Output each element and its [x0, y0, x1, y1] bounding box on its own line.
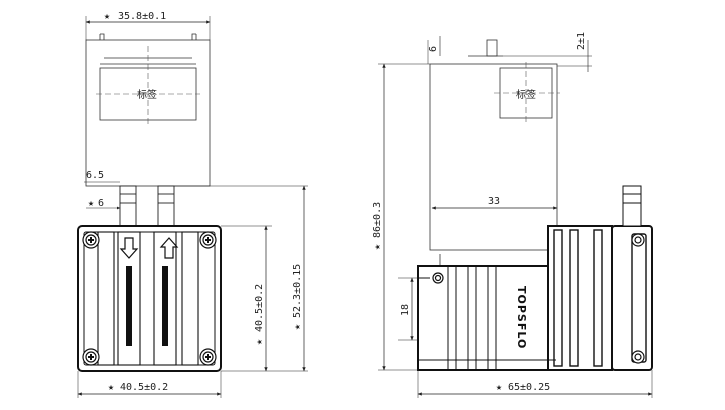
dim-side-86: ★ 86±0.3	[372, 63, 386, 371]
brand-text: TOPSFLO	[515, 286, 528, 349]
dim-front-width-bottom: ★ 40.5±0.2	[77, 371, 222, 398]
dim-front-total-height: ★ 52.3±0.15	[292, 185, 306, 372]
svg-text:52.3±0.15: 52.3±0.15	[292, 264, 303, 318]
screw-icon	[432, 272, 444, 284]
screw-icon	[82, 231, 100, 249]
dim-side-18: 18	[400, 277, 414, 341]
dim-side-33: 33	[431, 196, 558, 210]
dim-front-width-top: ★ 35.8±0.1	[85, 11, 211, 40]
side-upper-housing	[429, 39, 558, 266]
svg-text:2±1: 2±1	[576, 32, 587, 50]
screw-icon	[199, 231, 217, 249]
dim-front-width-top-text: 35.8±0.1	[118, 11, 166, 22]
dim-front-6-5: 6.5	[84, 170, 120, 183]
side-label-text: 标签	[516, 88, 536, 101]
svg-text:33: 33	[488, 196, 500, 207]
screw-icon	[631, 350, 645, 364]
front-nozzles	[119, 185, 175, 227]
svg-text:★: ★	[88, 198, 94, 209]
svg-text:6.5: 6.5	[86, 170, 104, 181]
flow-arrow-down-icon	[119, 237, 139, 259]
svg-text:★: ★	[372, 244, 383, 250]
svg-text:40.5±0.2: 40.5±0.2	[254, 284, 265, 332]
screw-icon	[82, 348, 100, 366]
side-pump-body	[417, 185, 653, 371]
front-view: 标签 ★ 35.8±0.1 6.5 ★ 6	[77, 11, 308, 398]
svg-text:18: 18	[400, 304, 411, 316]
dim-front-6: ★ 6	[86, 198, 121, 210]
dim-side-65-text: 65±0.25	[508, 382, 550, 393]
svg-text:★: ★	[292, 324, 303, 330]
dim-side-65: ★ 65±0.25	[417, 382, 653, 396]
svg-text:6: 6	[98, 198, 104, 209]
svg-text:★: ★	[496, 382, 502, 393]
svg-text:6: 6	[428, 46, 439, 52]
dim-front-width-bottom-text: 40.5±0.2	[120, 382, 168, 393]
flow-arrow-up-icon	[159, 237, 179, 259]
svg-text:★: ★	[254, 339, 265, 345]
dim-front-body-height: ★ 40.5±0.2	[254, 225, 268, 372]
front-pump-body	[77, 225, 222, 372]
dim-side-6: 6	[428, 36, 441, 56]
svg-text:★: ★	[108, 382, 114, 393]
dim-side-2: 2±1	[576, 32, 589, 72]
front-label-text: 标签	[137, 88, 157, 101]
screw-icon	[199, 348, 217, 366]
svg-text:★: ★	[104, 11, 110, 22]
side-view: 6 2±1 标签 33	[372, 32, 653, 398]
svg-text:86±0.3: 86±0.3	[372, 202, 383, 238]
screw-icon	[631, 233, 645, 247]
